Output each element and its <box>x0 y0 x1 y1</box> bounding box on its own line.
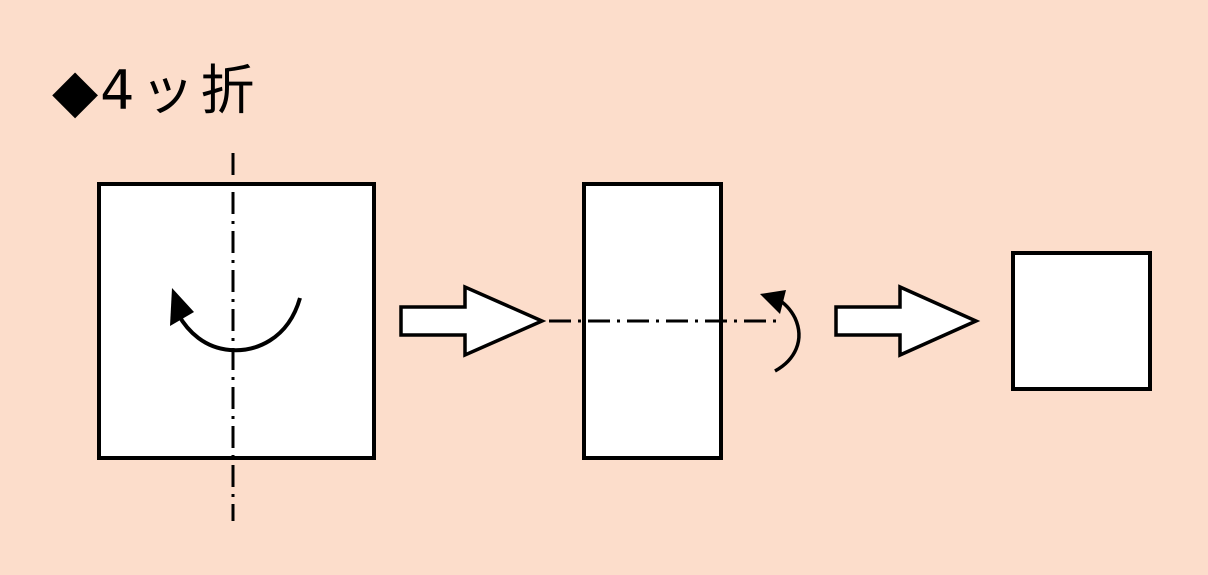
step-3-quarter-sheet <box>1011 251 1152 391</box>
diamond-bullet-icon: ◆ <box>52 56 99 126</box>
step-2-half-sheet <box>549 182 801 460</box>
square-sheet <box>97 182 376 460</box>
step-1-square-sheet <box>97 153 376 521</box>
right-arrow-icon <box>834 284 981 358</box>
curved-arrow-icon <box>170 288 302 353</box>
title-text: 4ッ折 <box>100 59 261 122</box>
page-title: ◆ 4ッ折 <box>52 56 261 126</box>
right-arrow-icon <box>399 284 547 358</box>
quarter-sheet <box>1011 251 1152 391</box>
curved-arrow-icon <box>760 290 801 373</box>
